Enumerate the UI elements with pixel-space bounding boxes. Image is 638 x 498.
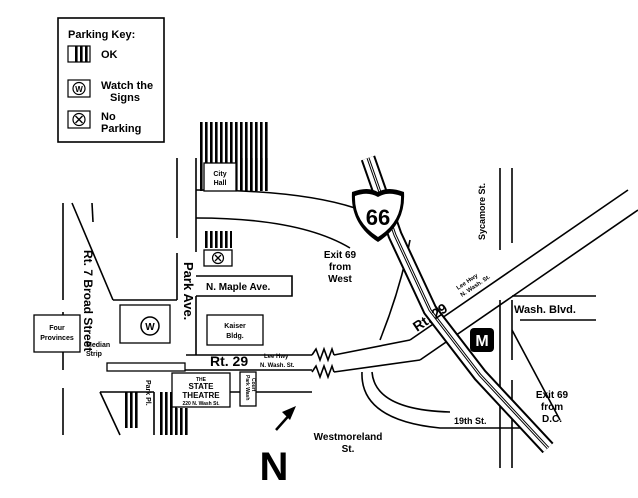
wash-blvd-label: Wash. Blvd. [514, 304, 576, 316]
exit-west-label-1: Exit 69 [324, 250, 357, 261]
parking-lot-theatre [160, 392, 174, 435]
watch-symbol-letter: W [145, 322, 155, 333]
westmoreland-st [361, 371, 520, 429]
legend-no-line2: Parking [101, 123, 141, 135]
legend-no-line1: No [101, 111, 116, 123]
watch-signs-icon: W [67, 79, 91, 98]
interstate-66-shield: 66 [351, 189, 405, 242]
nineteenth-st-label: 19th St. [454, 416, 487, 426]
lee-hwy-ne-north [409, 189, 629, 341]
watch-signs-icon: W [140, 316, 160, 336]
median-strip [106, 362, 186, 372]
lee-hwy-label-2: N. Wash. St. [260, 363, 295, 369]
road-break-upper [311, 346, 335, 363]
kaiser-label-1: Kaiser [224, 323, 246, 330]
rt7-east-edge-lower [99, 391, 121, 436]
state-theatre-building [171, 372, 231, 408]
city-hall-label-2: Hall [214, 180, 227, 187]
rt29-label: Rt. 29 [210, 353, 248, 369]
sycamore-st-label: Sycamore St. [477, 183, 487, 240]
parking-lot-city-hall [198, 122, 268, 158]
shield-number: 66 [366, 205, 390, 230]
parking-key-legend: Parking Key: OK W Watch the Signs No Par… [57, 17, 165, 143]
park-pl-label: Park Pl. [144, 380, 151, 406]
city-hall-building [203, 162, 237, 192]
city-hall-label-1: City [213, 171, 226, 178]
exit-dc-label-1: Exit 69 [536, 390, 569, 401]
westmoreland-label-1: Westmoreland [314, 432, 383, 443]
exit-dc-label-3: D.C. [542, 414, 562, 425]
park-wash-label-1: Park Wash [244, 375, 250, 400]
metro-letter: M [475, 333, 488, 350]
median-strip-label-1: Median [86, 342, 110, 349]
exit-west-label-3: West [328, 274, 352, 285]
park-wash-court [239, 371, 257, 407]
parking-lot-park-pl [124, 392, 140, 428]
exit-west-label-2: from [329, 262, 351, 273]
legend-watch-line2: Signs [110, 92, 140, 104]
n-maple-ave [196, 275, 293, 297]
upper-road [195, 217, 351, 249]
theatre-the-label: THE [196, 377, 207, 383]
exit69-dc-ramp [511, 329, 561, 421]
median-strip-label-2: Strip [86, 351, 102, 358]
exit-dc-label-2: from [541, 402, 563, 413]
legend-watch-line1: Watch the [101, 80, 153, 92]
north-label: N [260, 445, 289, 489]
road-break-lower [311, 363, 335, 380]
westmoreland-label-2: St. [342, 444, 355, 455]
no-parking-icon [211, 251, 225, 265]
watch-symbol-letter: W [75, 85, 83, 94]
metro-icon: M [470, 328, 494, 352]
four-provinces-label-1: Four [49, 325, 65, 332]
lee-hwy-north [333, 339, 411, 356]
rt7-broad-street-label: Rt. 7 Broad Street [81, 250, 95, 351]
north-arrow-icon [275, 406, 296, 431]
legend-ok-label: OK [101, 49, 118, 61]
lee-hwy-label-1: Lee Hwy [264, 354, 289, 360]
kaiser-label-2: Bldg. [226, 333, 244, 340]
parking-lot-maple [204, 231, 232, 248]
kaiser-building [206, 314, 264, 346]
four-provinces-label-2: Provinces [40, 335, 74, 342]
n-maple-ave-label: N. Maple Ave. [206, 282, 270, 293]
park-ave-label: Park Ave. [181, 262, 196, 320]
lee-hwy-south [333, 359, 421, 373]
ok-parking-icon [67, 45, 91, 63]
theatre-name-label: THEATRE [182, 391, 220, 400]
park-wash-label-2: Court [250, 378, 256, 392]
no-parking-icon [67, 110, 91, 129]
theatre-state-label: STATE [188, 382, 214, 391]
four-provinces-building [33, 314, 81, 353]
theatre-address-label: 220 N. Wash St. [182, 401, 220, 407]
legend-title: Parking Key: [68, 29, 135, 41]
rt7-east-edge-upper [71, 202, 114, 301]
